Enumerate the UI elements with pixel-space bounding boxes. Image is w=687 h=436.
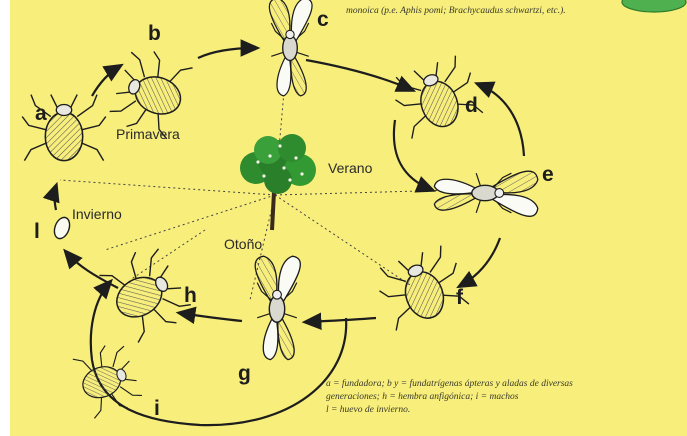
- label-f: f: [456, 286, 463, 310]
- badge-shape: [622, 0, 686, 12]
- legend-line-2: generaciones; h = hembra anfigónica; i =…: [326, 391, 626, 404]
- legend-line-3: l = huevo de invierno.: [326, 404, 626, 417]
- season-spring: Primavera: [116, 126, 180, 142]
- label-d: d: [465, 94, 478, 118]
- label-i: i: [154, 397, 160, 421]
- tree-icon: [240, 134, 316, 230]
- egg-icon: [52, 215, 73, 240]
- legend-line-1: a = fundadora; b y = fundatrígenas ápter…: [326, 378, 626, 391]
- aphid-i-icon: [72, 340, 144, 420]
- season-summer: Verano: [328, 160, 372, 176]
- label-e: e: [542, 163, 554, 187]
- header-caption: monoica (p.e. Aphis pomi; Brachycaudus s…: [346, 6, 566, 16]
- label-g: g: [238, 362, 251, 386]
- label-a: a: [35, 102, 47, 126]
- label-c: c: [317, 8, 329, 32]
- label-l: l: [34, 220, 40, 244]
- season-winter: Invierno: [72, 206, 122, 222]
- legend: a = fundadora; b y = fundatrígenas ápter…: [326, 378, 626, 417]
- season-autumn: Otoño: [224, 236, 262, 252]
- aphid-h-icon: [98, 241, 195, 344]
- label-b: b: [148, 22, 161, 46]
- winged-aphid-g-icon: [255, 256, 300, 359]
- winged-aphid-c-icon: [269, 0, 312, 96]
- label-h: h: [184, 284, 197, 308]
- winged-aphid-e-icon: [434, 171, 537, 216]
